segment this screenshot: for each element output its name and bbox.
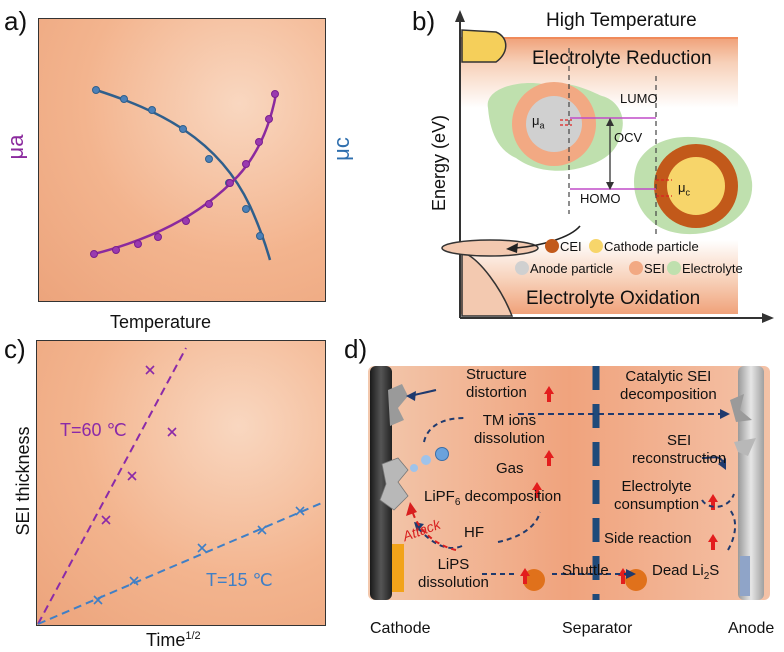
legend-cathode-swatch	[589, 239, 603, 253]
lipf6-rest: decomposition	[460, 488, 562, 505]
attack-arrow	[411, 509, 457, 551]
side-reaction-label: Side reaction	[604, 530, 692, 547]
lipf6-label: LiPF6 decomposition	[424, 488, 561, 508]
cathode-label: Cathode	[370, 620, 431, 637]
dead-li-base: Dead Li	[652, 562, 704, 579]
cell-background	[368, 366, 770, 600]
panel-b-top-label: High Temperature	[546, 10, 697, 31]
dead-li-rest: S	[709, 562, 720, 579]
increase-arrows	[520, 386, 718, 584]
cathode-band-shape	[461, 29, 507, 63]
panel-a-x-label: Temperature	[110, 312, 212, 332]
ocv-label: OCV	[614, 130, 643, 145]
panel-b-letter: b)	[412, 6, 436, 36]
legend-cathode-label: Cathode particle	[604, 239, 699, 254]
lumo-label: LUMO	[620, 91, 658, 106]
panel-d-diagram	[368, 366, 770, 600]
mu-a-points	[90, 90, 279, 258]
panel-c-y-label: SEI thickness	[13, 426, 33, 536]
mu-a-curve	[93, 93, 278, 256]
panel-d-letter: d)	[344, 334, 368, 364]
lips-label: LiPS dissolution	[418, 556, 489, 591]
panel-b-reduction-label: Electrolyte Reduction	[532, 48, 712, 69]
legend-sei-swatch	[629, 261, 643, 275]
mu-c-curve	[95, 88, 272, 261]
panel-c-plot	[36, 340, 326, 626]
legend-electrolyte-swatch	[667, 261, 681, 275]
anode-particle	[526, 96, 582, 152]
panel-b-y-label: Energy (eV)	[429, 114, 449, 212]
series-60-line	[37, 347, 187, 625]
panel-a-plot	[38, 18, 326, 302]
panel-c-letter: c)	[4, 334, 26, 364]
series-60-label: T=60 ℃	[60, 420, 127, 440]
panel-a-y-right-label: μc	[329, 137, 354, 161]
anode-electrode	[738, 366, 764, 600]
sei-reconstruction-label: SEI reconstruction	[632, 432, 727, 467]
separator-label: Separator	[562, 620, 633, 637]
panel-a-letter: a)	[4, 6, 28, 36]
legend-anode-swatch	[515, 261, 529, 275]
series-60-points	[101, 365, 177, 525]
panel-c-lines	[37, 347, 325, 625]
mu-c-sym: μ	[678, 180, 686, 195]
shuttle-label: Shuttle	[562, 562, 609, 579]
anode-label: Anode	[728, 620, 775, 637]
catalytic-label: Catalytic SEI decomposition	[620, 368, 717, 403]
panel-a-curves	[90, 86, 279, 261]
legend-sei-label: SEI	[644, 261, 665, 276]
mu-a-sub: a	[539, 120, 545, 131]
cathode-particle	[667, 157, 725, 215]
panel-c-x-base: Time	[146, 630, 186, 650]
dead-li-label: Dead Li2S	[652, 562, 719, 582]
mu-c-label: μc	[678, 180, 690, 198]
dead-li-sub: 2	[703, 571, 710, 582]
mu-c-points	[92, 86, 264, 240]
gas-label: Gas	[496, 460, 524, 477]
panel-c-x-sup: 1/2	[185, 630, 201, 642]
structure-distortion-label: Structure distortion	[466, 366, 527, 401]
legend-cei-label: CEI	[560, 239, 582, 254]
mu-a-sym: μ	[532, 113, 540, 128]
panel-b-oxidation-label: Electrolyte Oxidation	[526, 288, 701, 309]
hf-label: HF	[464, 524, 484, 541]
mu-c-sub: c	[685, 187, 691, 198]
legend-anode-label: Anode particle	[530, 261, 614, 276]
panel-c-x-label: Time1/2	[146, 630, 201, 651]
series-15-points	[93, 506, 305, 605]
series-15-label: T=15 ℃	[206, 570, 273, 590]
legend-cei-swatch	[545, 239, 559, 253]
tm-ions-label: TM ions dissolution	[474, 412, 545, 447]
flow-arrows	[409, 389, 736, 575]
panel-a-y-left-label: μa	[3, 134, 28, 160]
mu-a-label: μa	[532, 113, 545, 131]
homo-label: HOMO	[580, 191, 621, 206]
cathode-electrode	[370, 366, 392, 600]
lipf6-sub: 6	[454, 497, 461, 508]
lipf6-base: LiPF	[424, 488, 455, 505]
panel-b-diagram	[441, 10, 774, 323]
legend-electrolyte-label: Electrolyte	[682, 261, 743, 276]
series-15-line	[37, 501, 325, 625]
electrolyte-consumption-label: Electrolyte consumption	[614, 478, 700, 513]
